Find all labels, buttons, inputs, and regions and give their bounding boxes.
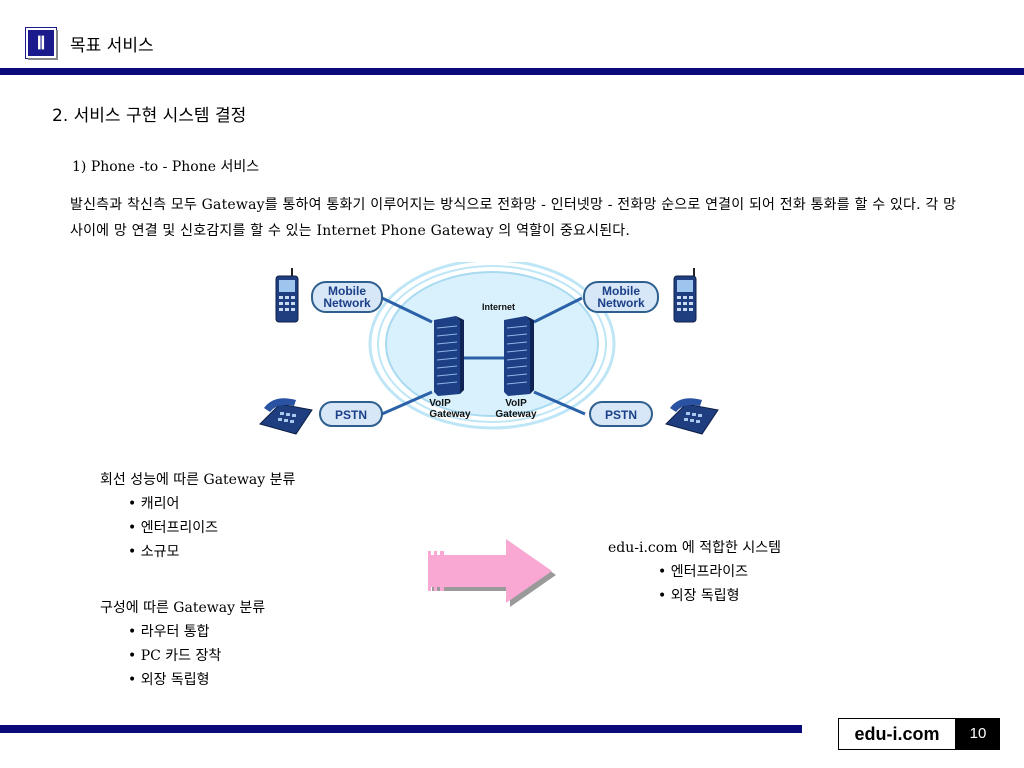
- mobile-network-label-2: Network: [597, 296, 645, 310]
- section-title: 2. 서비스 구현 시스템 결정: [52, 106, 247, 126]
- mobile-phone-icon: [275, 268, 299, 323]
- line-classification-title: 회선 성능에 따른 Gateway 분류: [100, 472, 296, 488]
- section-number-badge: Ⅱ: [26, 28, 56, 58]
- footer-divider: [0, 725, 802, 733]
- voip-label-2: VoIP: [505, 398, 527, 409]
- server-rack-icon: [434, 316, 464, 396]
- list-item: • 소규모: [128, 544, 180, 560]
- line-performance-classification: 회선 성능에 따른 Gateway 분류 • 캐리어 • 엔터프리이즈 • 소규…: [100, 468, 295, 564]
- pstn-right: PSTN: [589, 401, 653, 427]
- header-divider: [0, 68, 1024, 75]
- description-paragraph: 발신측과 착신측 모두 Gateway를 통하여 통화기 이루어지는 방식으로 …: [70, 197, 957, 239]
- mobile-network-label-2: Network: [323, 296, 371, 310]
- pstn-left: PSTN: [319, 401, 383, 427]
- desk-telephone-icon: [259, 398, 313, 435]
- brand-label: edu-i.com: [838, 718, 956, 750]
- list-item: • 외장 독립형: [128, 672, 210, 688]
- subsection-title: 1) Phone -to - Phone 서비스: [72, 159, 260, 175]
- recommended-title: edu-i.com 에 적합한 시스템: [608, 540, 781, 556]
- config-classification-title: 구성에 따른 Gateway 분류: [100, 600, 266, 616]
- page-title: 목표 서비스: [70, 36, 154, 56]
- voip-label-1: VoIP: [429, 398, 451, 409]
- voip-network-diagram: Internet Mobile Network Mobile Network P…: [259, 262, 719, 435]
- gateway-label-1: Gateway: [429, 409, 471, 420]
- recommended-system: edu-i.com 에 적합한 시스템 • 엔터프라이즈 • 외장 독립형: [608, 536, 781, 608]
- desk-telephone-icon: [665, 398, 719, 435]
- list-item: • 라우터 통합: [128, 624, 210, 640]
- list-item: • PC 카드 장착: [128, 648, 222, 664]
- configuration-classification: 구성에 따른 Gateway 분류 • 라우터 통합 • PC 카드 장착 • …: [100, 596, 265, 692]
- internet-label: Internet: [482, 302, 515, 312]
- mobile-network-label-1: Mobile: [328, 284, 366, 298]
- gateway-label-2: Gateway: [495, 409, 537, 420]
- network-links: [381, 296, 586, 416]
- right-arrow-icon: [428, 539, 556, 607]
- page-number: 10: [956, 718, 1000, 750]
- mobile-network-right: Mobile Network: [583, 281, 659, 313]
- list-item: • 캐리어: [128, 496, 180, 512]
- list-item: • 엔터프라이즈: [658, 564, 748, 580]
- mobile-phone-icon: [673, 268, 697, 323]
- server-rack-icon: [504, 316, 534, 396]
- list-item: • 엔터프리이즈: [128, 520, 218, 536]
- mobile-network-left: Mobile Network: [311, 281, 383, 313]
- list-item: • 외장 독립형: [658, 588, 740, 604]
- pstn-label: PSTN: [605, 408, 637, 422]
- pstn-label: PSTN: [335, 408, 367, 422]
- mobile-network-label-1: Mobile: [602, 284, 640, 298]
